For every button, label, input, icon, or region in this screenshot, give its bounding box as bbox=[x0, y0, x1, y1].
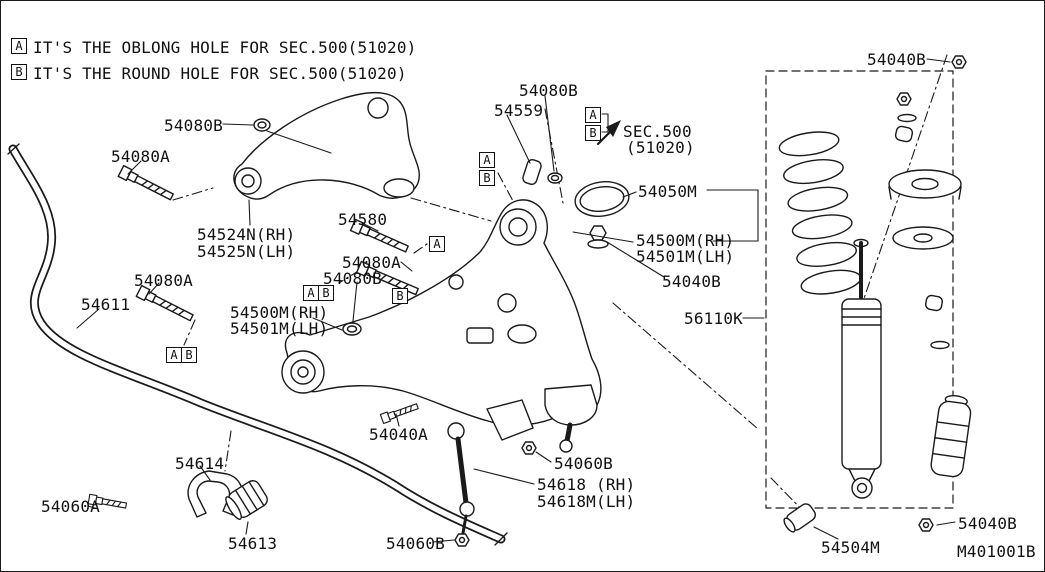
label-54580: 54580 bbox=[338, 210, 388, 229]
nut-54060b-upper bbox=[521, 441, 537, 455]
label-sec500: SEC.500 bbox=[623, 122, 692, 141]
bolt-54080a-mid bbox=[135, 284, 194, 322]
bolt-54080a-front bbox=[117, 164, 174, 201]
label-54501m-lh-right: 54501M(LH) bbox=[636, 247, 735, 266]
leader-lines bbox=[76, 58, 956, 543]
label-54040b-center: 54040B bbox=[662, 272, 721, 291]
label-54080b-top: 54080B bbox=[519, 81, 578, 100]
label-54500m-rh-left: 54500M(RH) bbox=[230, 303, 329, 322]
strut-assembly-boundary bbox=[765, 70, 954, 509]
stabilizer-bushing bbox=[225, 480, 268, 520]
legend-b-text: IT'S THE ROUND HOLE FOR SEC.500(51020) bbox=[33, 64, 407, 83]
label-54618-rh: 54618 (RH) bbox=[537, 475, 636, 494]
label-54524n-rh: 54524N(RH) bbox=[197, 225, 296, 244]
callout-b-left-pair: B bbox=[181, 347, 197, 363]
label-sec500-code: (51020) bbox=[626, 138, 695, 157]
bolt-54040a bbox=[379, 403, 419, 425]
callout-a-sec500: A bbox=[585, 107, 601, 123]
label-54501m-lh-left: 54501M(LH) bbox=[230, 319, 329, 338]
callout-a-arm-top: A bbox=[479, 152, 495, 168]
lower-control-arm bbox=[281, 199, 602, 453]
callout-b-mid-pair: B bbox=[318, 285, 334, 301]
label-54060a: 54060A bbox=[41, 497, 100, 516]
label-54060b-upper: 54060B bbox=[554, 454, 613, 473]
label-54500m-rh-right: 54500M(RH) bbox=[636, 231, 735, 250]
callout-b-sec500: B bbox=[585, 125, 601, 141]
nut-54040b-bottomright bbox=[918, 518, 934, 532]
callout-a-mid-pair: A bbox=[303, 285, 319, 301]
legend-a-box: A bbox=[11, 38, 27, 54]
label-54060b-lower: 54060B bbox=[386, 534, 445, 553]
label-54040a: 54040A bbox=[369, 425, 428, 444]
label-54614-clamp: 54614 bbox=[175, 454, 225, 473]
stabilizer-link bbox=[447, 422, 475, 535]
strut-mount-parts bbox=[888, 92, 972, 478]
diagram-code: M401001B bbox=[957, 542, 1036, 561]
label-54080a-center: 54080A bbox=[342, 253, 401, 272]
label-54080a-mid: 54080A bbox=[134, 271, 193, 290]
coil-spring bbox=[778, 131, 862, 295]
legend-a-text: IT'S THE OBLONG HOLE FOR SEC.500(51020) bbox=[33, 38, 417, 57]
bolt-54060a bbox=[87, 493, 128, 509]
callout-b-arm-top: B bbox=[479, 170, 495, 186]
label-54504m-bushing: 54504M bbox=[821, 538, 880, 557]
shock-absorber bbox=[841, 238, 882, 499]
bracket-54559 bbox=[522, 159, 542, 185]
callout-a-left-pair: A bbox=[166, 347, 182, 363]
label-56110k-shock: 56110K bbox=[684, 309, 743, 328]
label-54525n-lh: 54525N(LH) bbox=[197, 242, 296, 261]
label-54080a-front-bolt: 54080A bbox=[111, 147, 170, 166]
legend-b-box: B bbox=[11, 64, 27, 80]
callout-b-bolt-center: B bbox=[392, 288, 408, 304]
label-54613-bushing: 54613 bbox=[228, 534, 278, 553]
nut-54080b-mid bbox=[342, 322, 362, 336]
bolt-54580 bbox=[349, 218, 409, 253]
bushing-54504m bbox=[783, 503, 816, 533]
nut-54080b-top bbox=[547, 172, 563, 184]
label-54050m: 54050M bbox=[638, 182, 697, 201]
nut-54080b-upper-arm bbox=[253, 118, 271, 132]
label-54611-stabilizer-bar: 54611 bbox=[81, 295, 131, 314]
upper-control-arm bbox=[233, 91, 421, 200]
label-54040b-bottomright: 54040B bbox=[958, 514, 1017, 533]
nut-54040b-topright bbox=[951, 55, 967, 69]
stabilizer-bar bbox=[7, 143, 508, 546]
bump-stop-boot bbox=[930, 394, 972, 478]
label-54080b-upper-arm-nut: 54080B bbox=[164, 116, 223, 135]
sec-arrow bbox=[606, 120, 621, 137]
label-54618m-lh: 54618M(LH) bbox=[537, 492, 636, 511]
gasket-54050m bbox=[574, 181, 630, 217]
label-54080b-center: 54080B bbox=[323, 269, 382, 288]
callout-a-bolt-54580: A bbox=[429, 236, 445, 252]
label-54559: 54559 bbox=[494, 101, 544, 120]
label-54040b-topright: 54040B bbox=[867, 50, 926, 69]
nut-54060b-lower bbox=[454, 533, 470, 547]
